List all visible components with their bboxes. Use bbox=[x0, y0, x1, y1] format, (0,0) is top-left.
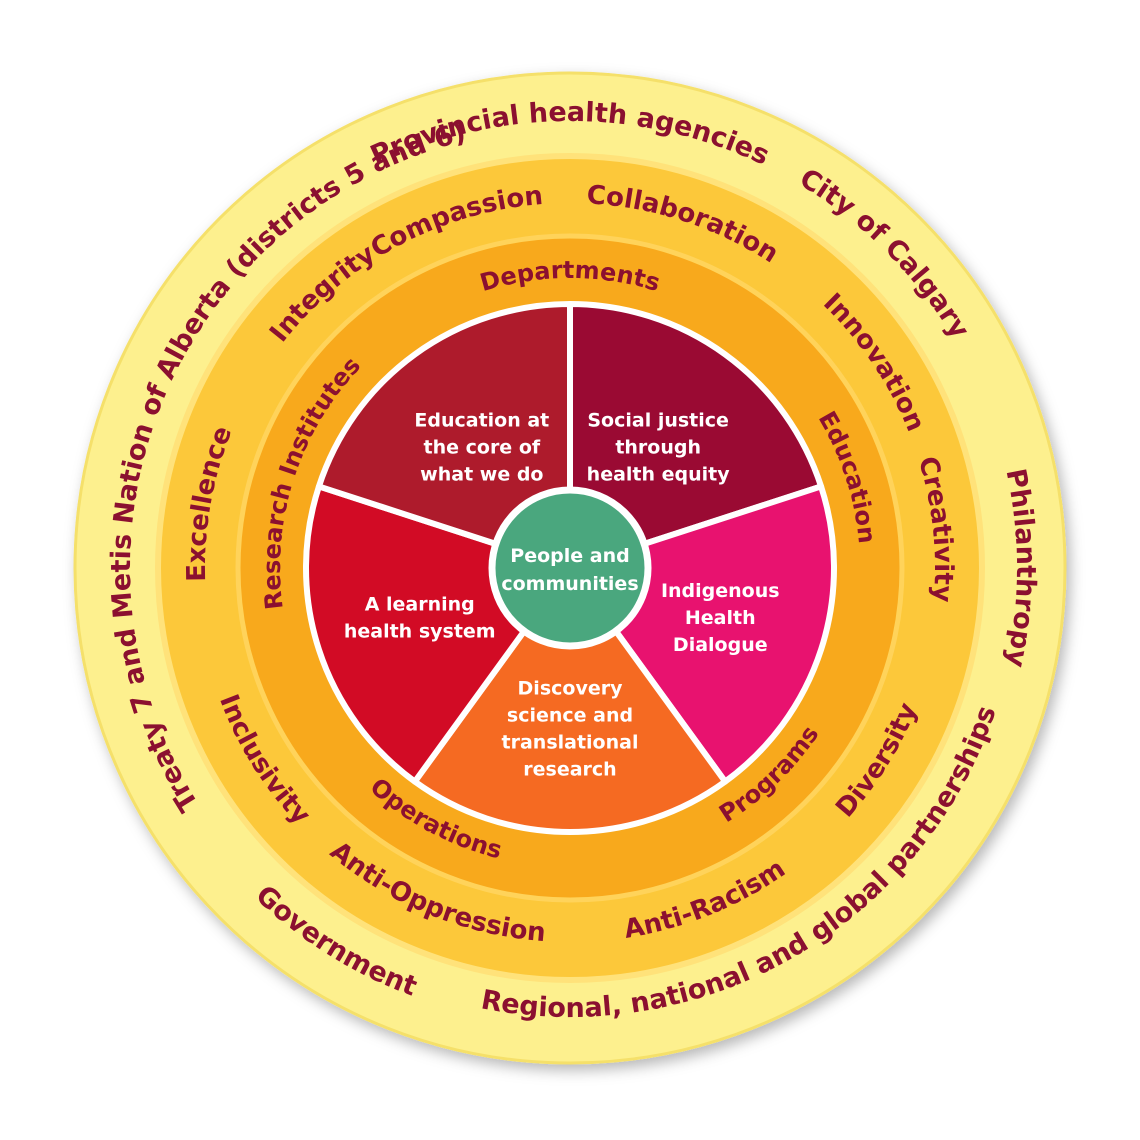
sector-5 bbox=[315, 301, 573, 571]
sector-1-label-line: Social justice bbox=[587, 410, 729, 432]
sector-3-label-line: research bbox=[523, 759, 616, 781]
sector-2-label-line: Health bbox=[685, 607, 756, 629]
sector-5-label-line: Education at bbox=[414, 410, 549, 432]
sector-1-label-line: through bbox=[615, 437, 701, 459]
sector-1-label-line: health equity bbox=[587, 464, 731, 486]
values-ring-edge bbox=[155, 153, 985, 983]
sector-3 bbox=[411, 565, 729, 835]
hub-label-line: People and bbox=[510, 545, 629, 567]
sector-4-label-line: A learning bbox=[365, 593, 475, 615]
sector-5-label-line: what we do bbox=[420, 464, 543, 486]
hub-label-line: communities bbox=[501, 573, 638, 595]
sector-2-label-line: Indigenous bbox=[661, 580, 780, 602]
sector-1 bbox=[567, 301, 825, 571]
sector-3-label-line: science and bbox=[507, 705, 633, 727]
sector-3-label-line: translational bbox=[502, 732, 639, 754]
sector-5-label-line: the core of bbox=[424, 437, 541, 459]
hub-circle bbox=[488, 486, 652, 650]
sector-2-label-line: Dialogue bbox=[673, 634, 768, 656]
sector-3-label-line: Discovery bbox=[518, 678, 624, 700]
units-ring-edge bbox=[235, 233, 905, 903]
sector-4-label-line: health system bbox=[344, 620, 496, 642]
